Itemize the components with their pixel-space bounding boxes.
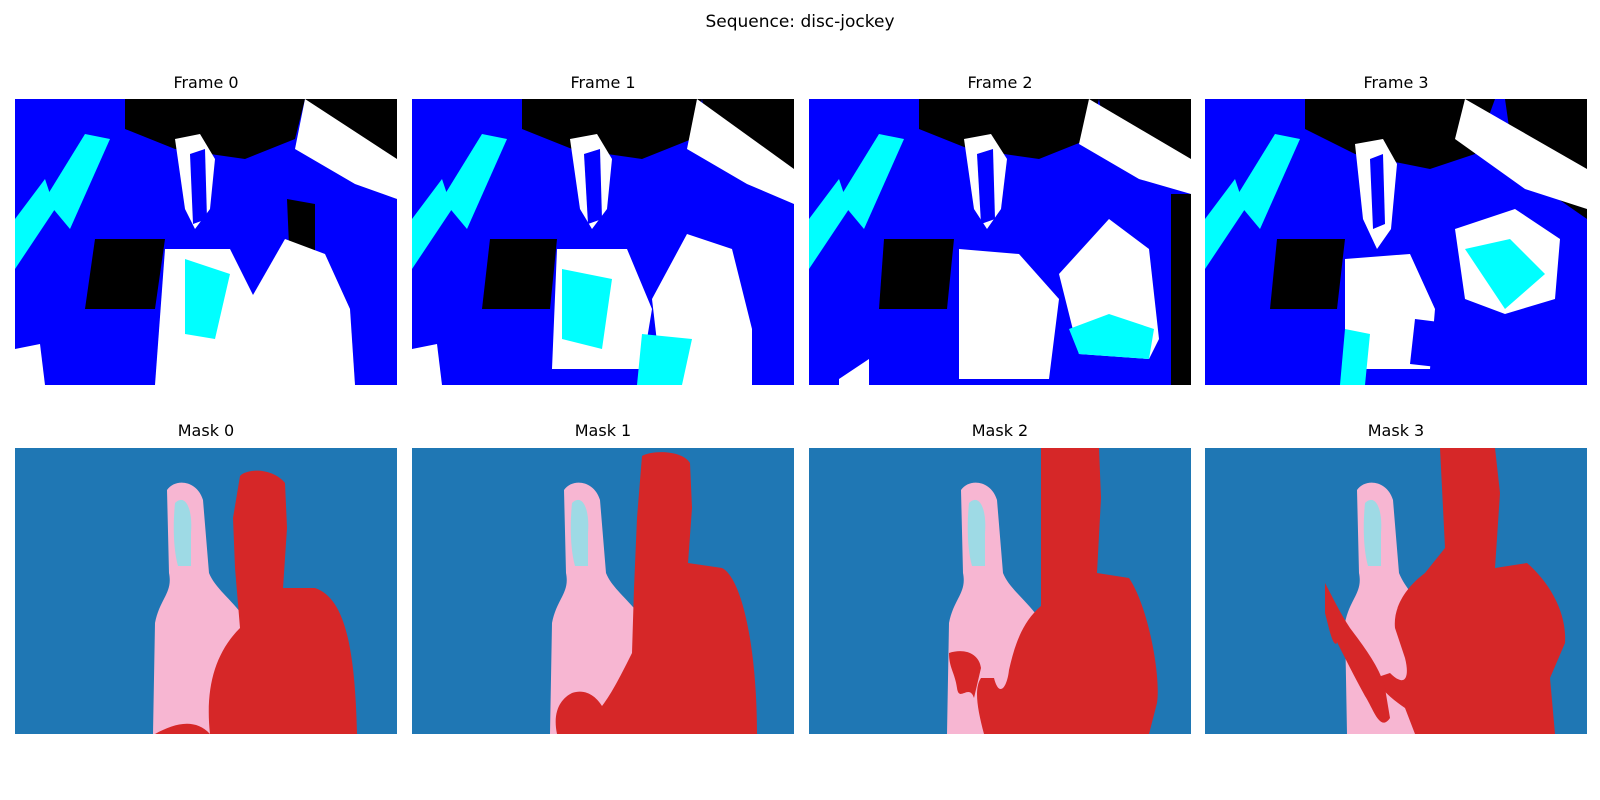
- frame-title: Frame 0: [173, 73, 239, 92]
- frame-image-1: [412, 99, 794, 385]
- mask-image-3: [1205, 448, 1587, 734]
- frame-image-0: [15, 99, 397, 385]
- frame-title: Frame 3: [1363, 73, 1429, 92]
- frame-title: Frame 2: [967, 73, 1033, 92]
- mask-title: Mask 2: [971, 421, 1029, 440]
- mask-image-1: [412, 448, 794, 734]
- mask-image-2: [809, 448, 1191, 734]
- frame-image-2: [809, 99, 1191, 385]
- mask-title: Mask 1: [574, 421, 632, 440]
- mask-title: Mask 3: [1367, 421, 1425, 440]
- figure-title: Sequence: disc-jockey: [705, 12, 895, 32]
- frame-title: Frame 1: [570, 73, 636, 92]
- frame-image-3: [1205, 99, 1587, 385]
- mask-image-0: [15, 448, 397, 734]
- mask-title: Mask 0: [177, 421, 235, 440]
